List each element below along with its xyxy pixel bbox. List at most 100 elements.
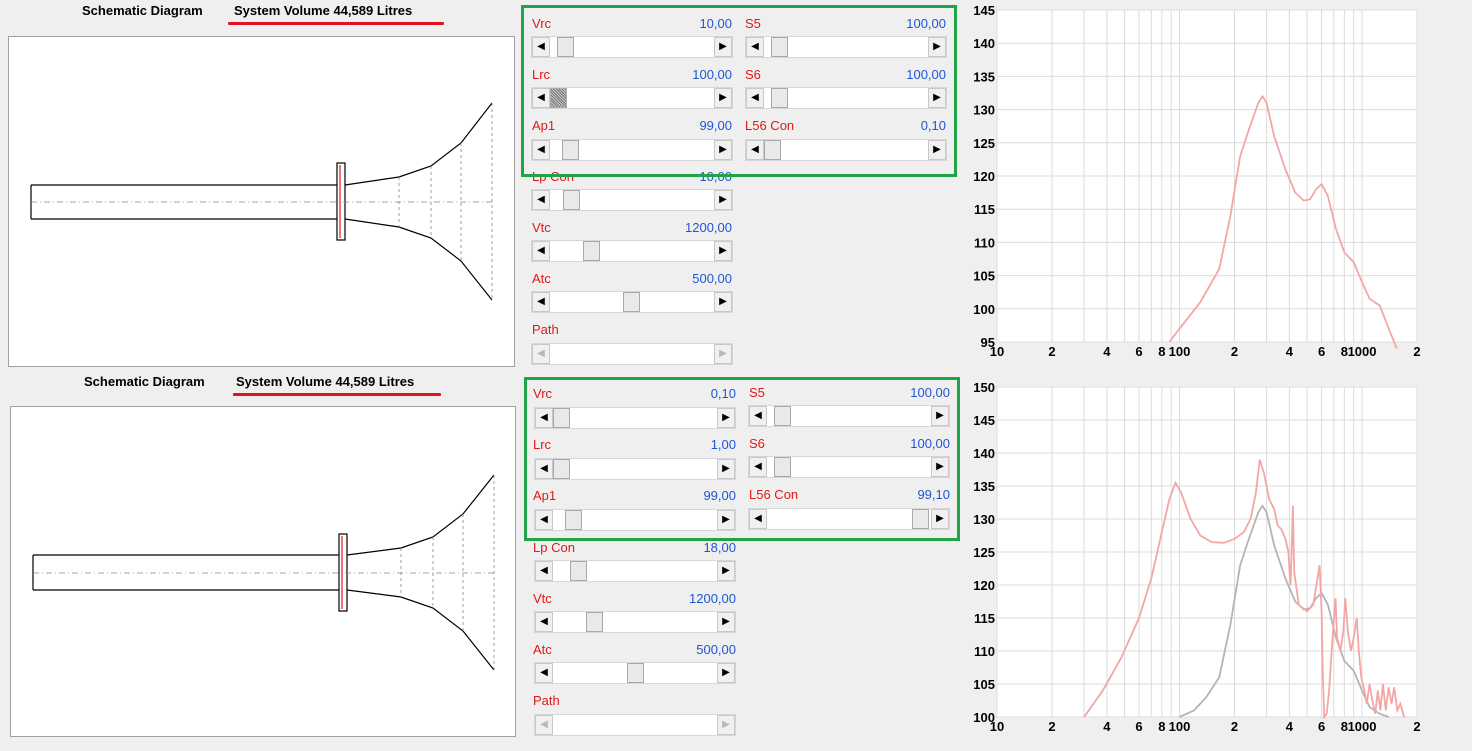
l56-con-scrollbar[interactable]: ◀▶	[745, 139, 947, 161]
scroll-thumb[interactable]	[774, 406, 791, 426]
x-tick-label: 6	[1318, 344, 1325, 359]
scroll-right-arrow-icon[interactable]: ▶	[717, 715, 735, 735]
response-curve	[1168, 94, 1398, 349]
scroll-left-arrow-icon[interactable]: ◀	[746, 37, 764, 57]
scroll-left-arrow-icon[interactable]: ◀	[746, 140, 764, 160]
scroll-left-arrow-icon[interactable]: ◀	[749, 509, 767, 529]
lrc-scrollbar[interactable]: ◀▶	[531, 87, 733, 109]
s5-scrollbar[interactable]: ◀▶	[748, 405, 950, 427]
scroll-right-arrow-icon[interactable]: ▶	[928, 88, 946, 108]
x-tick-label: 100	[1169, 344, 1191, 359]
s6-scrollbar[interactable]: ◀▶	[748, 456, 950, 478]
scroll-left-arrow-icon[interactable]: ◀	[535, 408, 553, 428]
ap1-scrollbar[interactable]: ◀▶	[531, 139, 733, 161]
scroll-right-arrow-icon[interactable]: ▶	[714, 190, 732, 210]
slider-label-path: Path	[532, 322, 559, 337]
scroll-thumb[interactable]	[586, 612, 603, 632]
scroll-left-arrow-icon[interactable]: ◀	[532, 241, 550, 261]
scroll-thumb[interactable]	[771, 88, 788, 108]
scroll-right-arrow-icon[interactable]: ▶	[714, 344, 732, 364]
scroll-thumb[interactable]	[563, 190, 580, 210]
lp-con-scrollbar[interactable]: ◀▶	[534, 560, 736, 582]
lrc-scrollbar[interactable]: ◀▶	[534, 458, 736, 480]
scroll-left-arrow-icon[interactable]: ◀	[535, 561, 553, 581]
scroll-left-arrow-icon[interactable]: ◀	[532, 292, 550, 312]
scroll-thumb[interactable]	[912, 509, 929, 529]
x-tick-label: 2	[1048, 344, 1055, 359]
scroll-thumb[interactable]	[553, 408, 570, 428]
scroll-left-arrow-icon[interactable]: ◀	[535, 510, 553, 530]
vrc-scrollbar[interactable]: ◀▶	[534, 407, 736, 429]
slider-value-ap1: 99,00	[703, 488, 736, 503]
scroll-right-arrow-icon[interactable]: ▶	[928, 37, 946, 57]
scroll-thumb[interactable]	[774, 457, 791, 477]
scroll-thumb[interactable]	[562, 140, 579, 160]
scroll-left-arrow-icon[interactable]: ◀	[535, 612, 553, 632]
vrc-scrollbar[interactable]: ◀▶	[531, 36, 733, 58]
l56-con-scrollbar[interactable]: ◀▶	[748, 508, 950, 530]
path-scrollbar[interactable]: ◀▶	[531, 343, 733, 365]
slider-label-vtc: Vtc	[532, 220, 551, 235]
scroll-thumb[interactable]	[550, 88, 567, 108]
scroll-right-arrow-icon[interactable]: ▶	[717, 561, 735, 581]
scroll-right-arrow-icon[interactable]: ▶	[717, 408, 735, 428]
scroll-thumb[interactable]	[557, 37, 574, 57]
scroll-left-arrow-icon[interactable]: ◀	[535, 459, 553, 479]
scroll-left-arrow-icon[interactable]: ◀	[535, 663, 553, 683]
slider-value-l56-con: 99,10	[917, 487, 950, 502]
s5-scrollbar[interactable]: ◀▶	[745, 36, 947, 58]
scroll-thumb[interactable]	[553, 459, 570, 479]
y-tick-label: 120	[973, 578, 995, 593]
path-scrollbar[interactable]: ◀▶	[534, 714, 736, 736]
scroll-left-arrow-icon[interactable]: ◀	[532, 88, 550, 108]
x-tick-label: 6	[1318, 719, 1325, 734]
vtc-scrollbar[interactable]: ◀▶	[531, 240, 733, 262]
scroll-left-arrow-icon[interactable]: ◀	[532, 140, 550, 160]
scroll-thumb[interactable]	[627, 663, 644, 683]
scroll-left-arrow-icon[interactable]: ◀	[532, 190, 550, 210]
scroll-right-arrow-icon[interactable]: ▶	[928, 140, 946, 160]
system-volume-label: System Volume 44,589 Litres	[234, 3, 413, 18]
lp-con-scrollbar[interactable]: ◀▶	[531, 189, 733, 211]
scroll-right-arrow-icon[interactable]: ▶	[717, 663, 735, 683]
scroll-right-arrow-icon[interactable]: ▶	[714, 241, 732, 261]
y-tick-label: 140	[973, 36, 995, 51]
slider-label-lrc: Lrc	[533, 437, 552, 452]
scroll-thumb[interactable]	[583, 241, 600, 261]
slider-label-s6: S6	[749, 436, 765, 451]
s6-scrollbar[interactable]: ◀▶	[745, 87, 947, 109]
x-tick-label: 2	[1413, 719, 1420, 734]
atc-scrollbar[interactable]: ◀▶	[531, 291, 733, 313]
ap1-scrollbar[interactable]: ◀▶	[534, 509, 736, 531]
scroll-right-arrow-icon[interactable]: ▶	[714, 37, 732, 57]
scroll-left-arrow-icon[interactable]: ◀	[532, 37, 550, 57]
scroll-right-arrow-icon[interactable]: ▶	[717, 459, 735, 479]
scroll-right-arrow-icon[interactable]: ▶	[714, 292, 732, 312]
scroll-thumb[interactable]	[623, 292, 640, 312]
highlight-box	[524, 377, 960, 541]
scroll-left-arrow-icon[interactable]: ◀	[749, 457, 767, 477]
scroll-right-arrow-icon[interactable]: ▶	[931, 509, 949, 529]
y-tick-label: 130	[973, 512, 995, 527]
scroll-left-arrow-icon[interactable]: ◀	[746, 88, 764, 108]
vtc-scrollbar[interactable]: ◀▶	[534, 611, 736, 633]
y-tick-label: 145	[973, 413, 995, 428]
scroll-thumb[interactable]	[764, 140, 781, 160]
scroll-thumb[interactable]	[565, 510, 582, 530]
scroll-right-arrow-icon[interactable]: ▶	[717, 612, 735, 632]
response-curve	[1083, 459, 1405, 720]
scroll-right-arrow-icon[interactable]: ▶	[931, 406, 949, 426]
scroll-right-arrow-icon[interactable]: ▶	[714, 140, 732, 160]
scroll-left-arrow-icon[interactable]: ◀	[532, 344, 550, 364]
y-tick-label: 105	[973, 677, 995, 692]
scroll-thumb[interactable]	[570, 561, 587, 581]
scroll-left-arrow-icon[interactable]: ◀	[535, 715, 553, 735]
scroll-right-arrow-icon[interactable]: ▶	[717, 510, 735, 530]
scroll-left-arrow-icon[interactable]: ◀	[749, 406, 767, 426]
atc-scrollbar[interactable]: ◀▶	[534, 662, 736, 684]
slider-value-s5: 100,00	[906, 16, 946, 31]
scroll-right-arrow-icon[interactable]: ▶	[714, 88, 732, 108]
scroll-right-arrow-icon[interactable]: ▶	[931, 457, 949, 477]
scroll-thumb[interactable]	[771, 37, 788, 57]
